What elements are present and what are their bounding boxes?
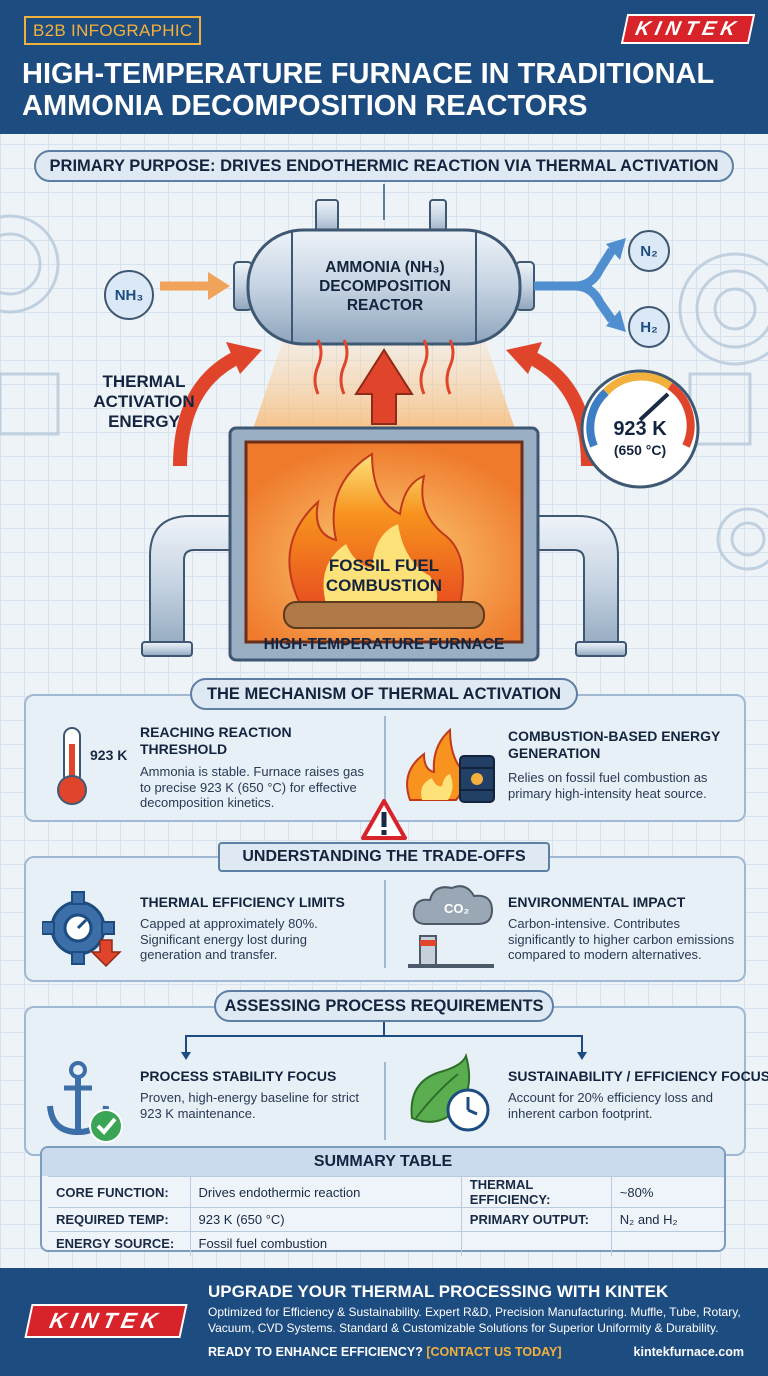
purpose-banner: PRIMARY PURPOSE: DRIVES ENDOTHERMIC REAC…	[34, 150, 734, 182]
infographic-tag: B2B INFOGRAPHIC	[24, 16, 202, 45]
fuel-log-icon	[283, 601, 485, 629]
reactor-vessel-icon	[233, 199, 535, 346]
table-value: N₂ and H₂	[610, 1207, 724, 1232]
table-value	[610, 1231, 724, 1256]
furnace-label: HIGH-TEMPERATURE FURNACE	[263, 636, 505, 653]
fire-barrel-icon	[406, 727, 495, 803]
title-line-1: HIGH-TEMPERATURE FURNACE IN TRADITIONAL	[22, 58, 715, 90]
kintek-logo[interactable]: KINTEK	[620, 14, 756, 44]
thermometer-label: 923 K	[90, 747, 128, 763]
table-row: ENERGY SOURCE: Fossil fuel combustion	[48, 1231, 724, 1256]
mechanism-title: THE MECHANISM OF THERMAL ACTIVATION	[190, 678, 578, 710]
co2-label: CO₂	[444, 901, 470, 916]
footer-heading: UPGRADE YOUR THERMAL PROCESSING WITH KIN…	[208, 1282, 669, 1301]
tradeoffs-right-heading: ENVIRONMENTAL IMPACT	[508, 894, 686, 910]
tradeoffs-right-text: Carbon-intensive. Contributes significan…	[508, 916, 735, 962]
temperature-gauge-icon	[580, 369, 700, 489]
table-value: Drives endothermic reaction	[189, 1176, 462, 1208]
central-up-arrow-icon	[354, 348, 414, 425]
requirements-left-text: Proven, high-energy baseline for strict …	[140, 1090, 359, 1121]
table-row: CORE FUNCTION: Drives endothermic reacti…	[48, 1176, 724, 1208]
anchor-check-icon	[47, 1061, 123, 1143]
leaf-clock-icon	[410, 1052, 490, 1132]
flame-label-1: FOSSIL FUEL	[328, 556, 440, 575]
reactor-label-3: REACTOR	[346, 297, 424, 314]
table-key: PRIMARY OUTPUT:	[460, 1207, 612, 1232]
mechanism-left-heading: REACHING REACTION THRESHOLD	[140, 724, 292, 757]
title-line-2: AMMONIA DECOMPOSITION REACTORS	[22, 90, 588, 122]
table-row: REQUIRED TEMP: 923 K (650 °C) PRIMARY OU…	[48, 1207, 724, 1232]
table-value: 923 K (650 °C)	[189, 1207, 462, 1232]
table-key: REQUIRED TEMP:	[48, 1207, 190, 1232]
thermal-label-3: ENERGY	[108, 412, 180, 431]
footer-text: Optimized for Efficiency & Sustainabilit…	[208, 1305, 741, 1335]
mechanism-right-text: Relies on fossil fuel combustion as prim…	[508, 770, 708, 801]
table-key: ENERGY SOURCE:	[48, 1231, 190, 1256]
thermal-label-2: ACTIVATION	[93, 392, 195, 411]
requirements-right-heading: SUSTAINABILITY / EFFICIENCY FOCUS	[508, 1068, 768, 1084]
table-key	[460, 1231, 612, 1256]
heat-wave-icon	[313, 339, 455, 395]
table-key: THERMAL EFFICIENCY:	[460, 1176, 612, 1208]
output-pipe-n2	[534, 247, 616, 291]
flame-icon	[288, 452, 464, 605]
website-link[interactable]: kintekfurnace.com	[633, 1345, 744, 1359]
thermometer-icon	[57, 727, 87, 805]
tradeoffs-left-heading: THERMAL EFFICIENCY LIMITS	[140, 894, 345, 910]
requirements-title: ASSESSING PROCESS REQUIREMENTS	[214, 990, 554, 1022]
tradeoffs-left-text: Capped at approximately 80%. Significant…	[140, 916, 318, 962]
reactor-label: AMMONIA (NH₃) DECOMPOSITION REACTOR	[290, 258, 480, 315]
fossil-fuel-label: FOSSIL FUEL COMBUSTION	[294, 556, 474, 596]
table-value: Fossil fuel combustion	[189, 1231, 462, 1256]
table-value: ~80%	[610, 1176, 724, 1208]
gauge-celsius: (650 °C)	[613, 442, 667, 458]
tradeoffs-title: UNDERSTANDING THE TRADE-OFFS	[218, 842, 550, 872]
output-pipe-h2	[574, 281, 616, 323]
efficiency-gear-icon	[42, 891, 122, 968]
footer-kintek-logo[interactable]: KINTEK	[24, 1304, 188, 1338]
reactor-label-1: AMMONIA (NH₃)	[325, 259, 445, 276]
nh3-input-badge: NH₃	[104, 270, 154, 320]
gauge-kelvin: 923 K	[613, 418, 667, 440]
requirements-left-heading: PROCESS STABILITY FOCUS	[140, 1068, 337, 1084]
mechanism-left-text: Ammonia is stable. Furnace raises gas to…	[140, 764, 364, 810]
requirements-divider	[384, 1062, 386, 1140]
mechanism-divider	[384, 716, 386, 806]
requirements-right-text: Account for 20% efficiency loss and inhe…	[508, 1090, 713, 1121]
flame-label-2: COMBUSTION	[325, 576, 443, 595]
h2-output-badge: H₂	[628, 306, 670, 348]
background-gear-icon	[0, 214, 768, 571]
requirements-branch-arrows	[181, 1022, 587, 1060]
summary-table: CORE FUNCTION: Drives endothermic reacti…	[48, 1176, 724, 1256]
page-title: HIGH-TEMPERATURE FURNACE IN TRADITIONAL …	[22, 58, 752, 122]
contact-us-link[interactable]: [CONTACT US TODAY]	[426, 1345, 562, 1359]
reactor-label-2: DECOMPOSITION	[319, 278, 451, 295]
n2-output-badge: N₂	[628, 230, 670, 272]
footer-cta: READY TO ENHANCE EFFICIENCY? [CONTACT US…	[208, 1345, 562, 1359]
furnace-pipe-icon	[141, 515, 627, 657]
cta-question: READY TO ENHANCE EFFICIENCY?	[208, 1345, 423, 1359]
warning-icon	[361, 799, 407, 840]
reactor-illustration	[0, 184, 768, 662]
tradeoffs-divider	[384, 880, 386, 968]
left-curved-arrow-icon	[173, 349, 244, 467]
summary-title: SUMMARY TABLE	[42, 1148, 724, 1176]
thermal-activation-label: THERMAL ACTIVATION ENERGY	[74, 372, 214, 432]
mechanism-right-heading: COMBUSTION-BASED ENERGY GENERATION	[508, 728, 721, 761]
thermal-label-1: THERMAL	[102, 372, 186, 391]
table-key: CORE FUNCTION:	[48, 1176, 190, 1208]
factory-cloud-icon	[408, 885, 494, 968]
